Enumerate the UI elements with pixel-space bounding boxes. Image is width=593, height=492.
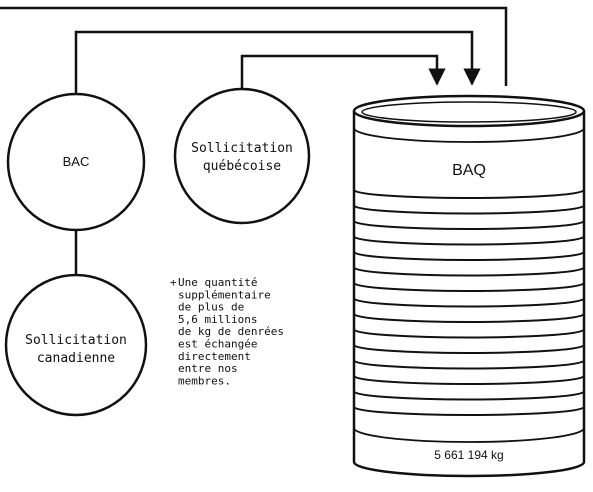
- node-bac: BAC: [6, 92, 146, 232]
- node-sollicitation-canadienne-line1: Sollicitation: [25, 333, 127, 348]
- note-line: supplémentaire: [178, 288, 271, 301]
- can-bottom-band-line: [353, 427, 585, 443]
- node-sollicitation-quebecoise-line2: québécoise: [203, 159, 281, 174]
- can-rib: [353, 282, 585, 292]
- note-line: entre nos: [178, 362, 238, 375]
- can-label-top-line: [353, 127, 585, 143]
- can-rib: [353, 329, 585, 339]
- note-line: directement: [178, 350, 251, 363]
- node-sollicitation-quebecoise: Sollicitation québécoise: [173, 87, 311, 225]
- connector-quebec-to-baq: [240, 54, 446, 92]
- note-line: est échangée: [178, 338, 257, 351]
- note-line: 5,6 millions: [178, 313, 257, 326]
- note-line: Une quantité: [178, 276, 257, 289]
- note-line: de plus de: [178, 301, 244, 314]
- can-rib: [353, 189, 585, 199]
- can-rib: [353, 406, 585, 416]
- connector-top-loop: [0, 6, 508, 86]
- can-rib: [353, 391, 585, 401]
- can-rib: [353, 375, 585, 385]
- can-rib: [353, 220, 585, 230]
- node-sollicitation-canadienne-line2: canadienne: [37, 351, 115, 366]
- can-rib: [353, 344, 585, 354]
- can-rib: [353, 298, 585, 308]
- node-baq-can: BAQ 5 661 194 kg: [352, 94, 586, 478]
- baq-label: BAQ: [452, 162, 486, 179]
- node-bac-label: BAC: [63, 154, 90, 169]
- can-rib: [353, 267, 585, 277]
- can-body: [352, 111, 586, 478]
- can-rib: [353, 313, 585, 323]
- can-rib: [353, 360, 585, 370]
- can-ribs: [353, 189, 585, 416]
- node-sollicitation-quebecoise-line1: Sollicitation: [191, 141, 293, 156]
- can-rib: [353, 236, 585, 246]
- note-line: membres.: [178, 374, 231, 387]
- can-rib: [353, 251, 585, 261]
- note-line: de kg de denrées: [178, 325, 284, 338]
- node-sollicitation-canadienne: Sollicitation canadienne: [4, 273, 148, 417]
- can-rib: [353, 205, 585, 215]
- connector-bac-to-baq: [74, 30, 481, 94]
- baq-amount: 5 661 194 kg: [434, 448, 503, 462]
- can-top-inner-rim: [361, 101, 577, 123]
- note-bullet: +: [170, 276, 177, 289]
